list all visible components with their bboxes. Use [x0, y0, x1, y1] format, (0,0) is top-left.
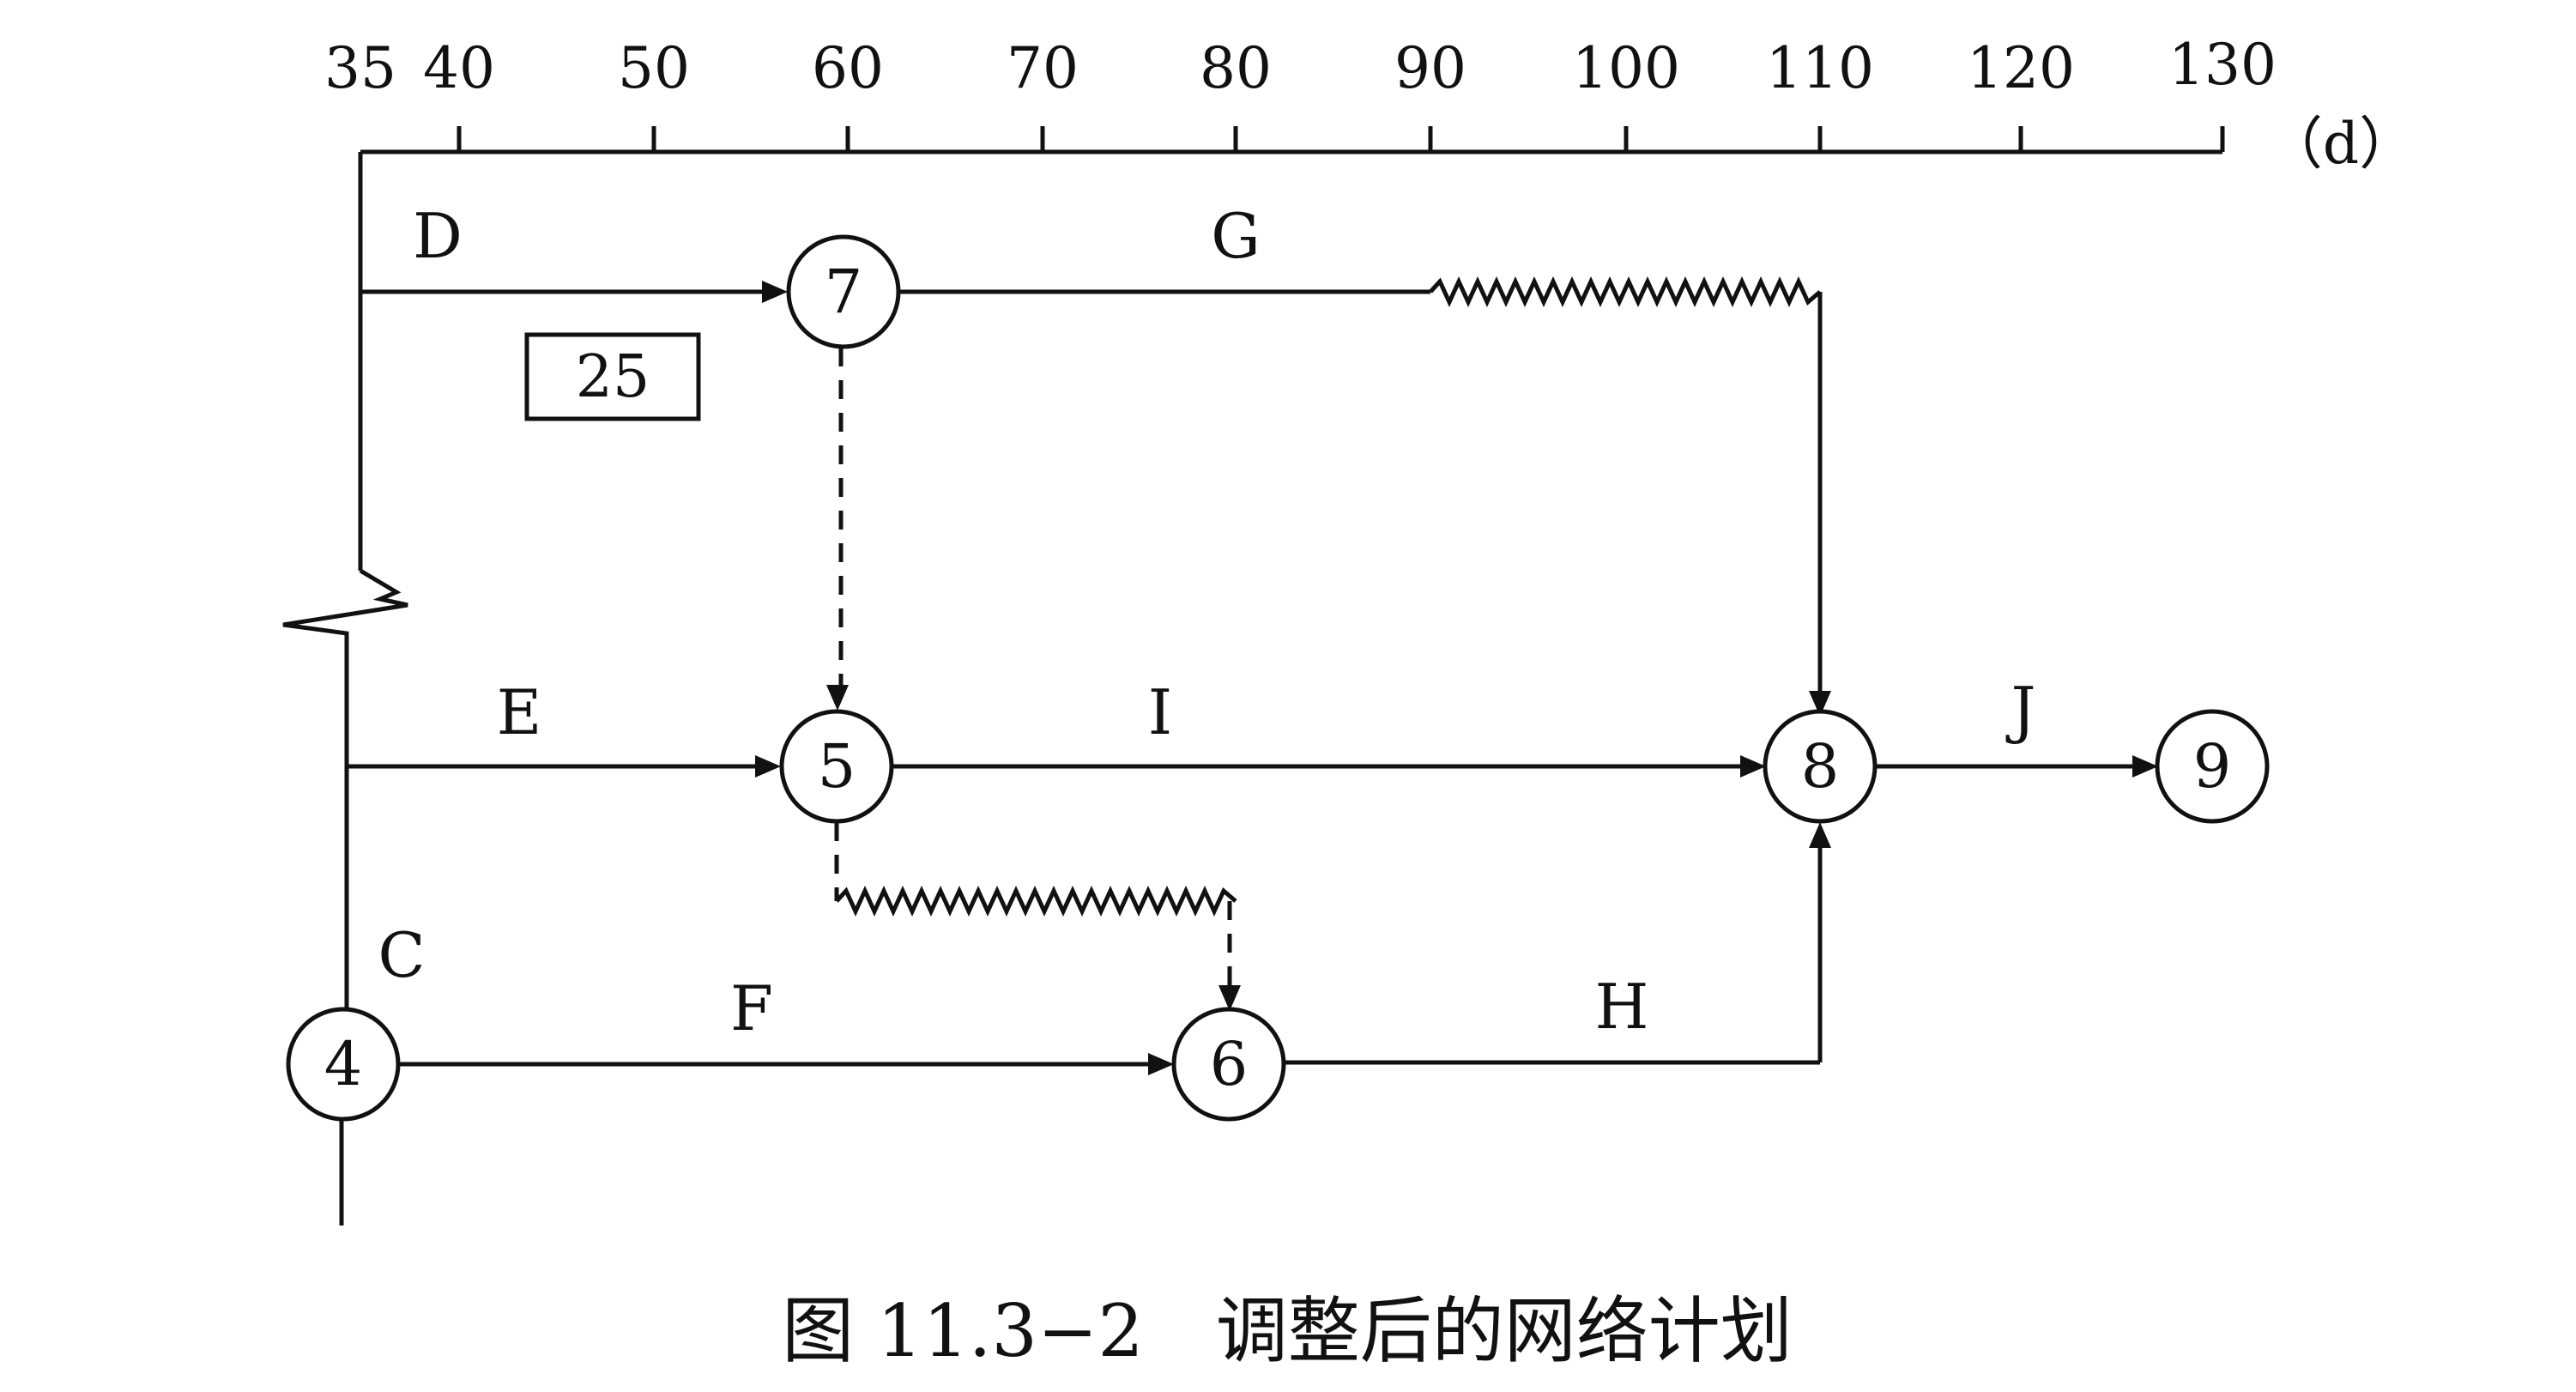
node-7: 7 [786, 234, 901, 349]
time-axis: 35 40 50 60 70 80 90 100 110 120 130 （d） [324, 32, 2416, 177]
tick-label: 35 [324, 35, 396, 101]
node-number: 7 [825, 257, 863, 327]
node-circle [786, 234, 901, 349]
tick-label: 80 [1200, 35, 1272, 101]
tick-label: 40 [423, 35, 495, 101]
tick-label: 130 [2168, 32, 2277, 98]
arrowhead [755, 755, 781, 778]
dummy-5-6-free-float-wave [835, 885, 1237, 917]
arrowhead [762, 281, 788, 303]
node-circle [779, 709, 894, 824]
tick-label: 70 [1007, 35, 1079, 101]
node-5: 5 [779, 709, 894, 824]
node-4: 4 [286, 1007, 401, 1122]
tick-label: 50 [618, 35, 690, 101]
arrowhead [1740, 755, 1766, 778]
activity-h: H [1285, 822, 1831, 1065]
float-box-frame [524, 332, 701, 421]
node-circle [286, 1007, 401, 1122]
activity-label-f: F [730, 972, 773, 1044]
node-circle [1763, 709, 1878, 824]
arrowhead [1148, 1053, 1174, 1075]
axis-unit-label: （d） [2266, 111, 2416, 177]
activity-i: I [892, 676, 1766, 778]
node-9: 9 [2155, 709, 2270, 824]
node-number: 8 [1801, 731, 1840, 802]
node-number: 6 [1210, 1029, 1249, 1099]
float-box-value: 25 [576, 343, 650, 411]
tick-label: 110 [1766, 35, 1874, 101]
dummy-5-to-6 [834, 822, 1241, 1011]
arrowhead [826, 685, 849, 711]
activity-e: E [347, 676, 781, 778]
node-circle [1171, 1007, 1286, 1122]
node-6: 6 [1171, 1007, 1286, 1122]
float-box: 25 [524, 332, 701, 421]
arrowhead [1218, 985, 1241, 1011]
activity-f: F [399, 972, 1174, 1075]
activity-label-c: C [378, 919, 425, 991]
activity-d: D [360, 200, 788, 303]
activity-label-d: D [413, 200, 463, 272]
activity-j: J [1875, 674, 2158, 778]
dummy-7-to-5 [826, 348, 849, 711]
activity-label-i: I [1148, 676, 1172, 748]
activity-label-h: H [1595, 971, 1649, 1043]
node-circle [2155, 709, 2270, 824]
arrowhead [2132, 755, 2158, 778]
tick-label: 100 [1572, 35, 1680, 101]
tick-label: 60 [812, 35, 884, 101]
node-number: 4 [324, 1029, 363, 1099]
node-number: 9 [2193, 731, 2232, 802]
activity-label-j: J [2005, 674, 2036, 746]
left-boundary-line [282, 152, 408, 1226]
activity-label-g: G [1211, 200, 1261, 272]
figure-caption: 图 11.3−2 调整后的网络计划 [782, 1289, 1793, 1373]
tick-label: 90 [1394, 35, 1466, 101]
activity-g: G [898, 200, 1831, 717]
node-number: 5 [818, 731, 856, 802]
arrowhead [1809, 691, 1831, 717]
activity-label-e: E [497, 676, 542, 748]
arrowhead [1809, 822, 1831, 848]
break-symbol [282, 568, 408, 652]
node-8: 8 [1763, 709, 1878, 824]
activity-g-free-float-wave [1429, 275, 1822, 308]
tick-label: 120 [1967, 35, 2075, 101]
